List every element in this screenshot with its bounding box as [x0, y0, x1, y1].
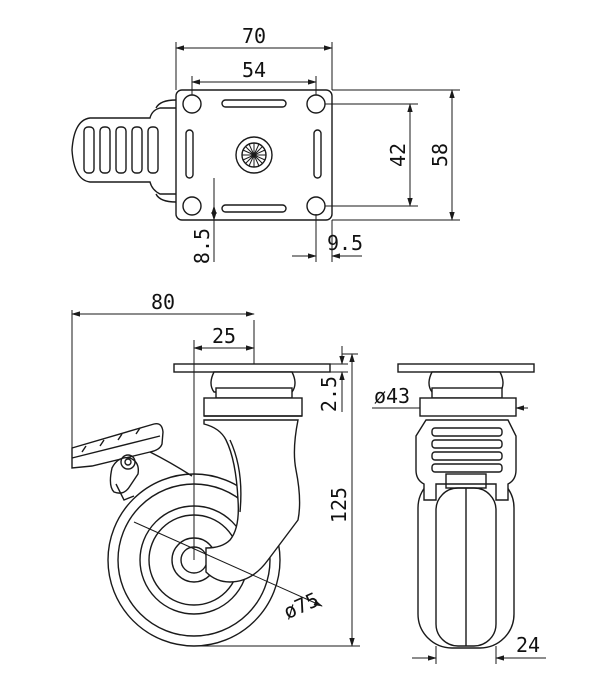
dim-2-5: 2.5: [317, 346, 348, 412]
dim-25: 25: [193, 324, 255, 560]
brake-pedal-top: [71, 99, 177, 203]
dim-2-5-label: 2.5: [317, 376, 341, 412]
dim-dia-43: ø43: [372, 384, 528, 411]
dim-42-label: 42: [386, 143, 410, 167]
top-view: 70 54 42 58 8.5: [71, 24, 460, 264]
dim-70: 70: [175, 24, 333, 90]
brake-arm-side: [71, 422, 193, 501]
dim-54-label: 54: [242, 58, 266, 82]
dim-dia-43-label: ø43: [374, 384, 410, 408]
dim-125: 125: [194, 353, 360, 647]
dim-54: 54: [191, 58, 317, 95]
center-rivet: [235, 136, 273, 174]
dim-125-label: 125: [327, 487, 351, 523]
dim-9-5: 9.5: [292, 214, 363, 262]
side-view: 80 25 2.5 125 ø75: [71, 290, 360, 647]
mounting-slots: [185, 99, 322, 213]
dim-80: 80: [71, 290, 255, 448]
dim-80-label: 80: [151, 290, 175, 314]
dim-70-label: 70: [242, 24, 266, 48]
dim-24: 24: [412, 633, 546, 664]
swivel-front: [397, 363, 535, 417]
front-view: ø43 24: [372, 363, 546, 664]
dim-42: 42: [325, 103, 418, 207]
dim-58-label: 58: [428, 143, 452, 167]
fork-body: [203, 419, 301, 583]
dim-8-5-label: 8.5: [190, 228, 214, 264]
dim-58: 58: [332, 89, 460, 221]
swivel-assembly-side: [173, 363, 331, 417]
pedal-ribs: [83, 126, 159, 174]
dim-dia-75-label: ø75: [280, 587, 323, 624]
dim-24-label: 24: [516, 633, 540, 657]
brake-ribs-front: [431, 427, 503, 473]
dim-25-label: 25: [212, 324, 236, 348]
dim-8-5: 8.5: [190, 178, 217, 264]
dim-9-5-label: 9.5: [327, 231, 363, 255]
